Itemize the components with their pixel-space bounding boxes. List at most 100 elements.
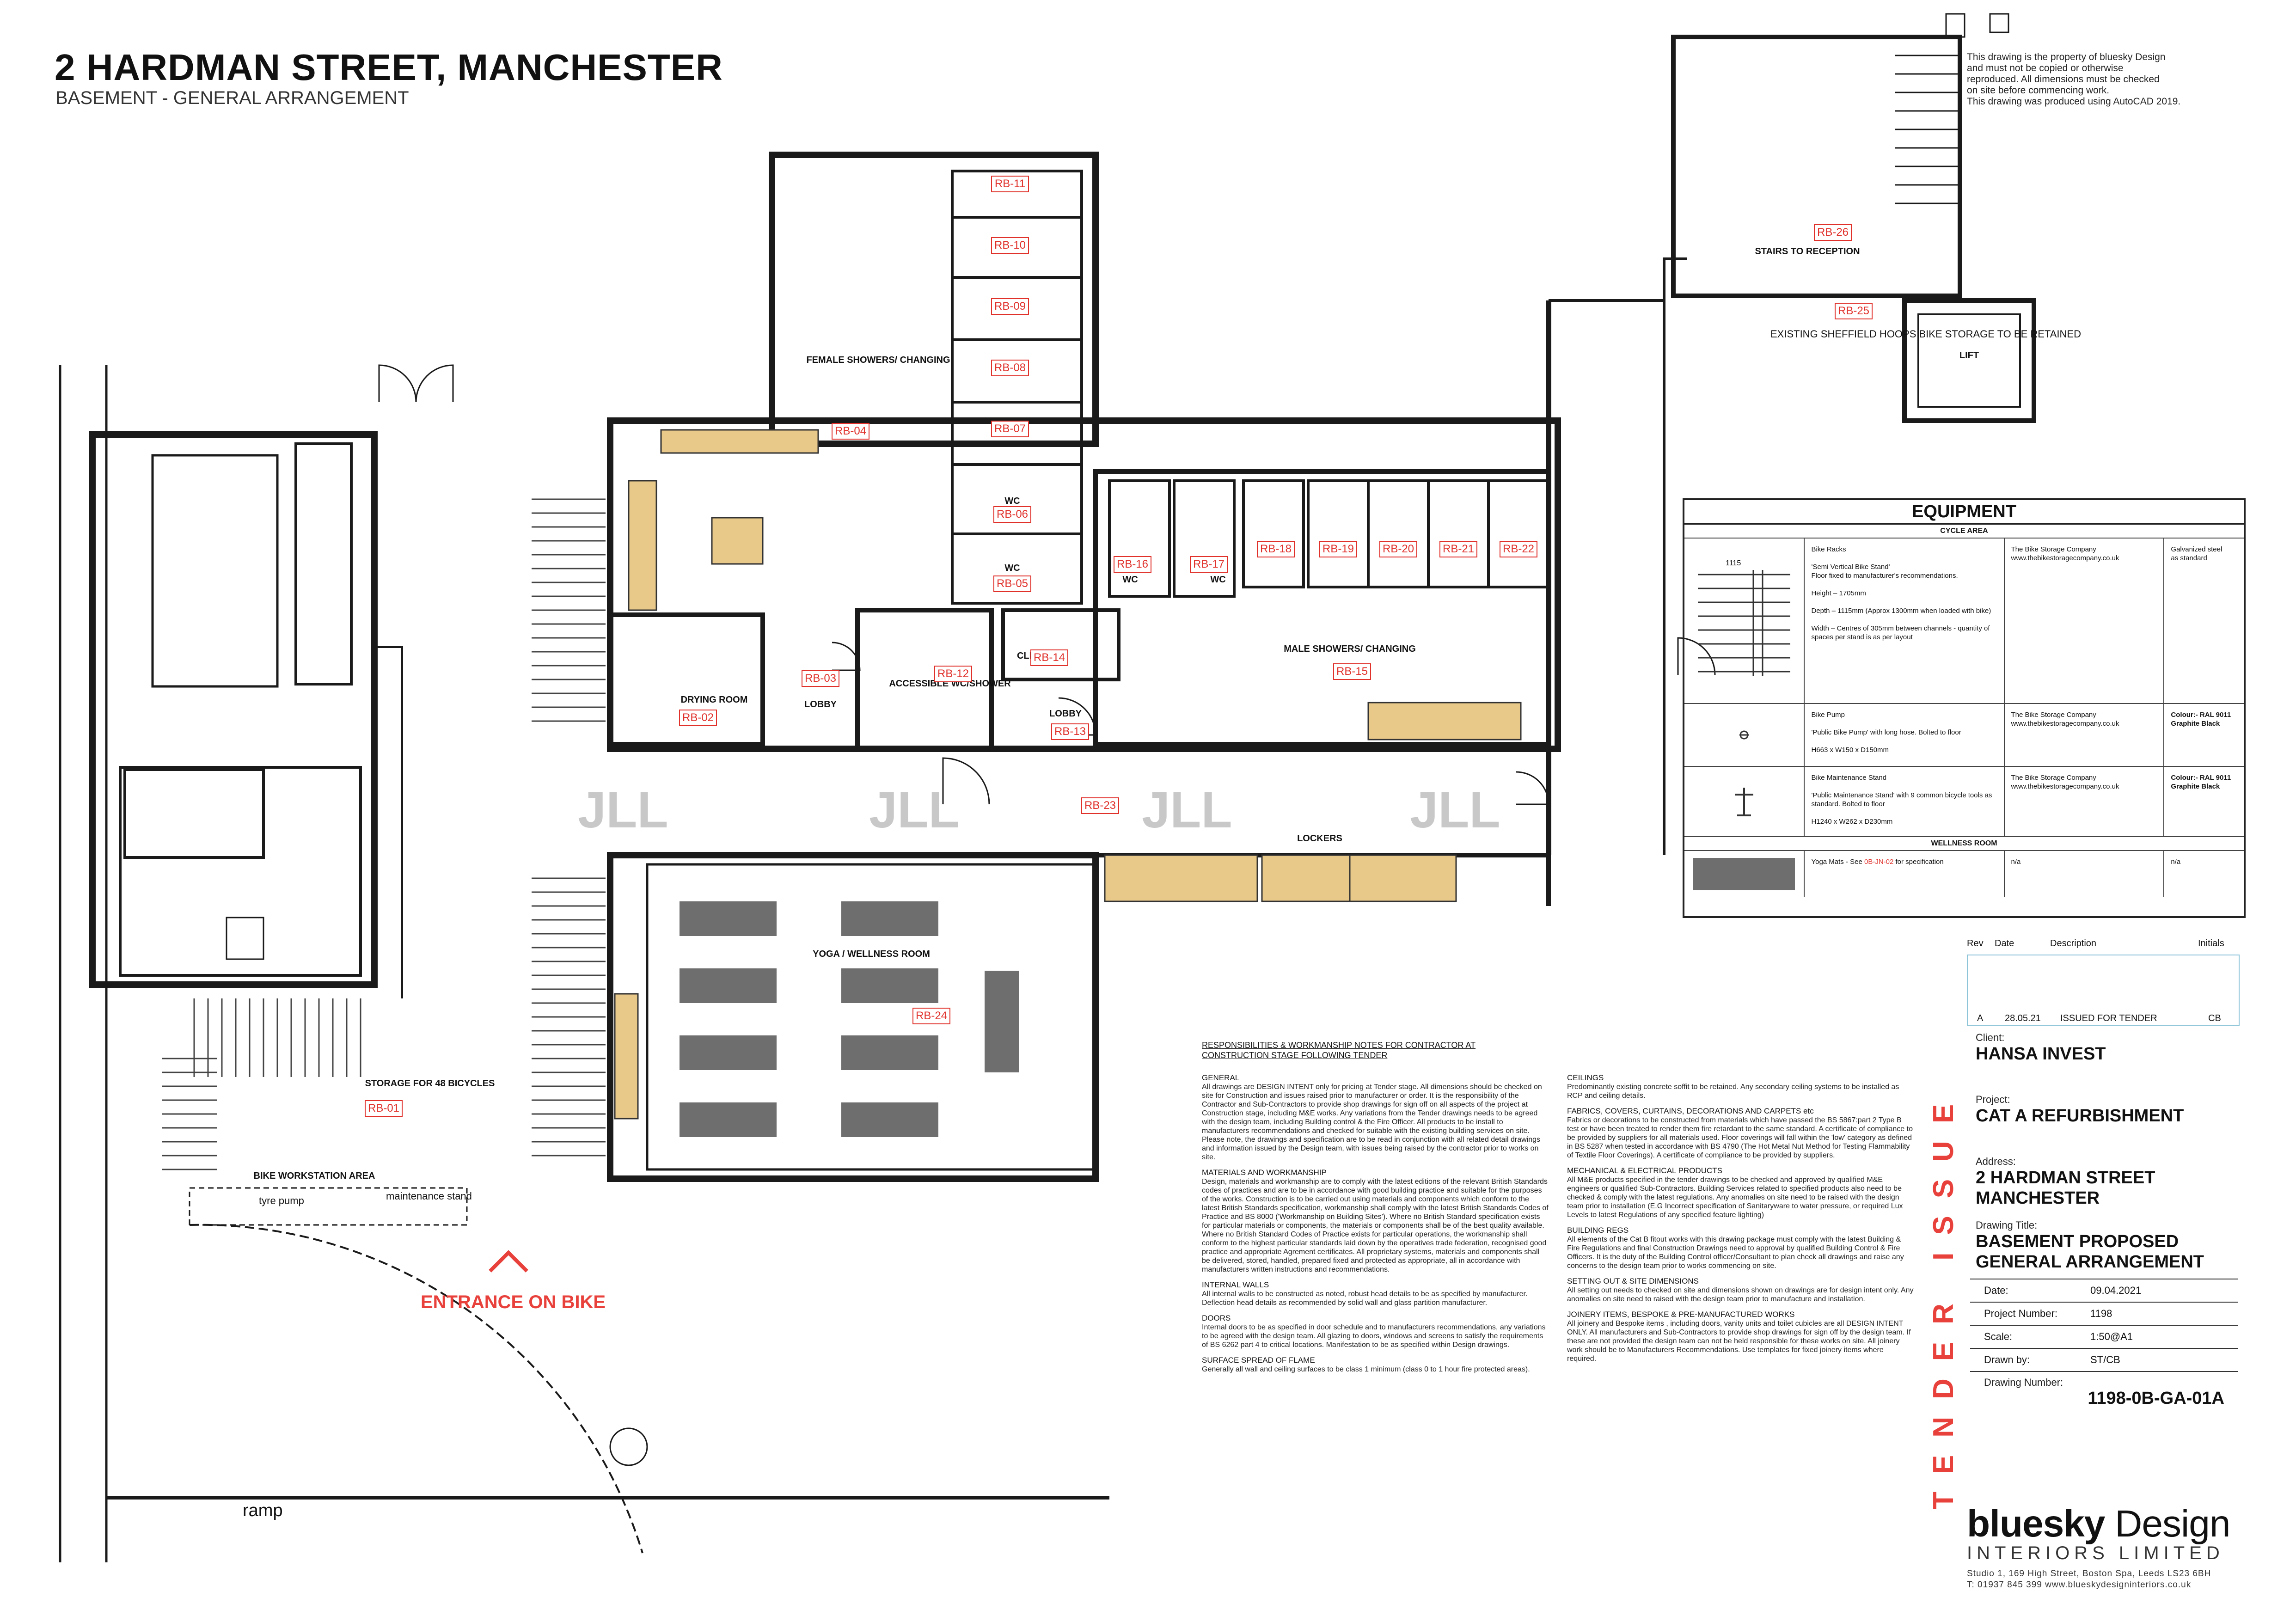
tb-label: Date: [1984,1285,2008,1296]
room-tag: RB-16 [1117,558,1148,570]
notes-section-body: All joinery and Bespoke items , includin… [1567,1320,1911,1363]
room-tag-box [365,1100,403,1117]
equip-text: H1240 x W262 x D230mm [1811,818,1893,826]
contractor-notes: RESPONSIBILITIES & WORKMANSHIP NOTES FOR… [1202,1040,1914,1516]
wc-cubicle [1173,479,1236,598]
wall [1549,257,1687,302]
room-tag: RB-04 [835,425,866,437]
equip-text: www.thebikestoragecompany.co.uk [2011,783,2119,790]
equipment-row: 1115 Bike Racks 'Semi Vertical Bike Stan… [1684,539,2244,704]
female-changing-wall [769,152,1099,447]
room-tag: RB-20 [1383,543,1414,555]
room-tag-box [912,1008,950,1024]
bike-rack-elevation: 1115 [1698,559,1791,676]
room-tag: RB-03 [805,672,836,685]
door-swing [942,757,990,805]
equipment-table: EQUIPMENT CYCLE AREA 1115 Bike Racks 'Se… [1683,498,2246,918]
equip-text: 'Public Bike Pump' with long hose. Bolte… [1811,728,1961,736]
room-tag: RB-01 [368,1102,399,1114]
tb-row: Scale:1:50@A1 [1970,1325,2238,1348]
rev-col-header: Initials [2198,938,2224,949]
entrance-arrow-icon [489,1250,528,1273]
logo-brand: Design [2105,1503,2230,1545]
notes-section-body: All drawings are DESIGN INTENT only for … [1202,1083,1542,1161]
equip-text: 'Public Maintenance Stand' with 9 common… [1811,791,1992,808]
central-block-wall [607,417,1561,752]
shower-cubicle [1307,479,1370,588]
room-tag: RB-22 [1503,543,1534,555]
room-label-workstation: BIKE WORKSTATION AREA [254,1171,375,1181]
room-tag-box [1081,797,1119,814]
tb-label: Address: [1976,1156,2016,1167]
tb-label: Project Number: [1984,1308,2057,1319]
room-tag: RB-19 [1322,543,1354,555]
revision-row: A 28.05.21 ISSUED FOR TENDER CB [1968,1013,2236,1024]
door-swing [378,364,417,403]
equip-text: www.thebikestoragecompany.co.uk [2011,720,2119,728]
equip-text: Bike Racks [1811,545,1846,553]
room-tag: RB-06 [997,508,1028,520]
copyright-line: This drawing was produced using AutoCAD … [1967,96,2181,107]
equipment-row: Bike Maintenance Stand 'Public Maintenan… [1684,767,2244,837]
room-label-male: MALE SHOWERS/ CHANGING [1284,644,1416,654]
stair-flight [151,454,279,688]
tb-label: Client: [1976,1032,2005,1043]
wall [374,646,403,998]
yoga-mat [680,1102,777,1137]
room-tag-box [832,423,869,440]
room-tag: RB-10 [994,239,1026,251]
tb-value: 1198-0B-GA-01A [2088,1389,2224,1408]
cleaners-wall [1001,608,1120,681]
rev-cell: CB [2208,1013,2221,1023]
room-tag: RB-25 [1838,305,1869,317]
room-tag: RB-11 [995,178,1025,190]
equipment-supplier: The Bike Storage Company www.thebikestor… [2005,539,2165,703]
stair-core-wall [89,431,378,988]
page-title: 2 HARDMAN STREET, MANCHESTER [55,47,723,88]
equip-text: Colour:- RAL 9011 [2171,711,2231,719]
shower-cubicle [1487,479,1550,588]
address-line: Studio 1, 169 High Street, Boston Spa, L… [1967,1569,2211,1579]
shower-cubicle [1242,479,1305,588]
tb-value: ST/CB [2090,1354,2120,1365]
notes-column-right: CEILINGS Predominantly existing concrete… [1567,1067,1914,1374]
maintenance-stand-icon [1684,767,1805,836]
room-tag: RB-17 [1193,558,1225,570]
tender-issue-stamp: TENDER ISSUE [1932,1087,1959,1509]
equip-text: Height – 1705mm [1811,589,1866,597]
yoga-room-inner [646,863,1097,1171]
room-tag: RB-15 [1336,665,1368,678]
room-label-lobby: LOBBY [1049,709,1082,719]
room-tag-box [993,575,1031,592]
room-tag-box [1051,723,1089,740]
room-tag: RB-07 [994,422,1026,435]
notes-section-body: All M&E products specified in the tender… [1567,1176,1903,1219]
title-block: Client: HANSA INVEST Project: CAT A REFU… [1970,1032,2238,1408]
bike-rack [162,1058,217,1170]
room-tag-box [991,237,1029,254]
equipment-description: Yoga Mats - See 0B-JN-02 for specificati… [1805,851,2005,897]
room-tag-box [1190,556,1228,573]
room-tag-box [934,666,972,682]
notes-section-title: MECHANICAL & ELECTRICAL PRODUCTS [1567,1166,1722,1175]
room-tag-box [1835,303,1873,319]
equip-text: as standard [2171,554,2207,562]
tb-drawing-title: BASEMENT PROPOSED GENERAL ARRANGEMENT [1976,1232,2204,1272]
notes-section-body: All internal walls to be constructed as … [1202,1290,1528,1307]
yoga-mat-icon [1684,851,1805,897]
accessible-wc-wall [855,608,994,751]
tb-label: Drawn by: [1984,1354,2030,1365]
room-label-lobby: LOBBY [804,699,837,710]
dimension-label: 1115 [1726,559,1741,567]
equipment-finish: n/a [2171,858,2181,866]
rev-col-header: Rev [1967,938,1984,949]
bike-rack-icon: 1115 [1684,539,1805,703]
room-label-wc: WC [1122,575,1138,585]
equip-text: Bike Maintenance Stand [1811,774,1887,782]
rev-cell: 28.05.21 [2005,1013,2041,1023]
notes-section-title: CEILINGS [1567,1073,1604,1082]
equipment-section: WELLNESS ROOM [1684,837,2244,851]
room-label-storage: STORAGE FOR 48 BICYCLES [365,1078,495,1089]
shower-cubicle [1427,479,1490,588]
